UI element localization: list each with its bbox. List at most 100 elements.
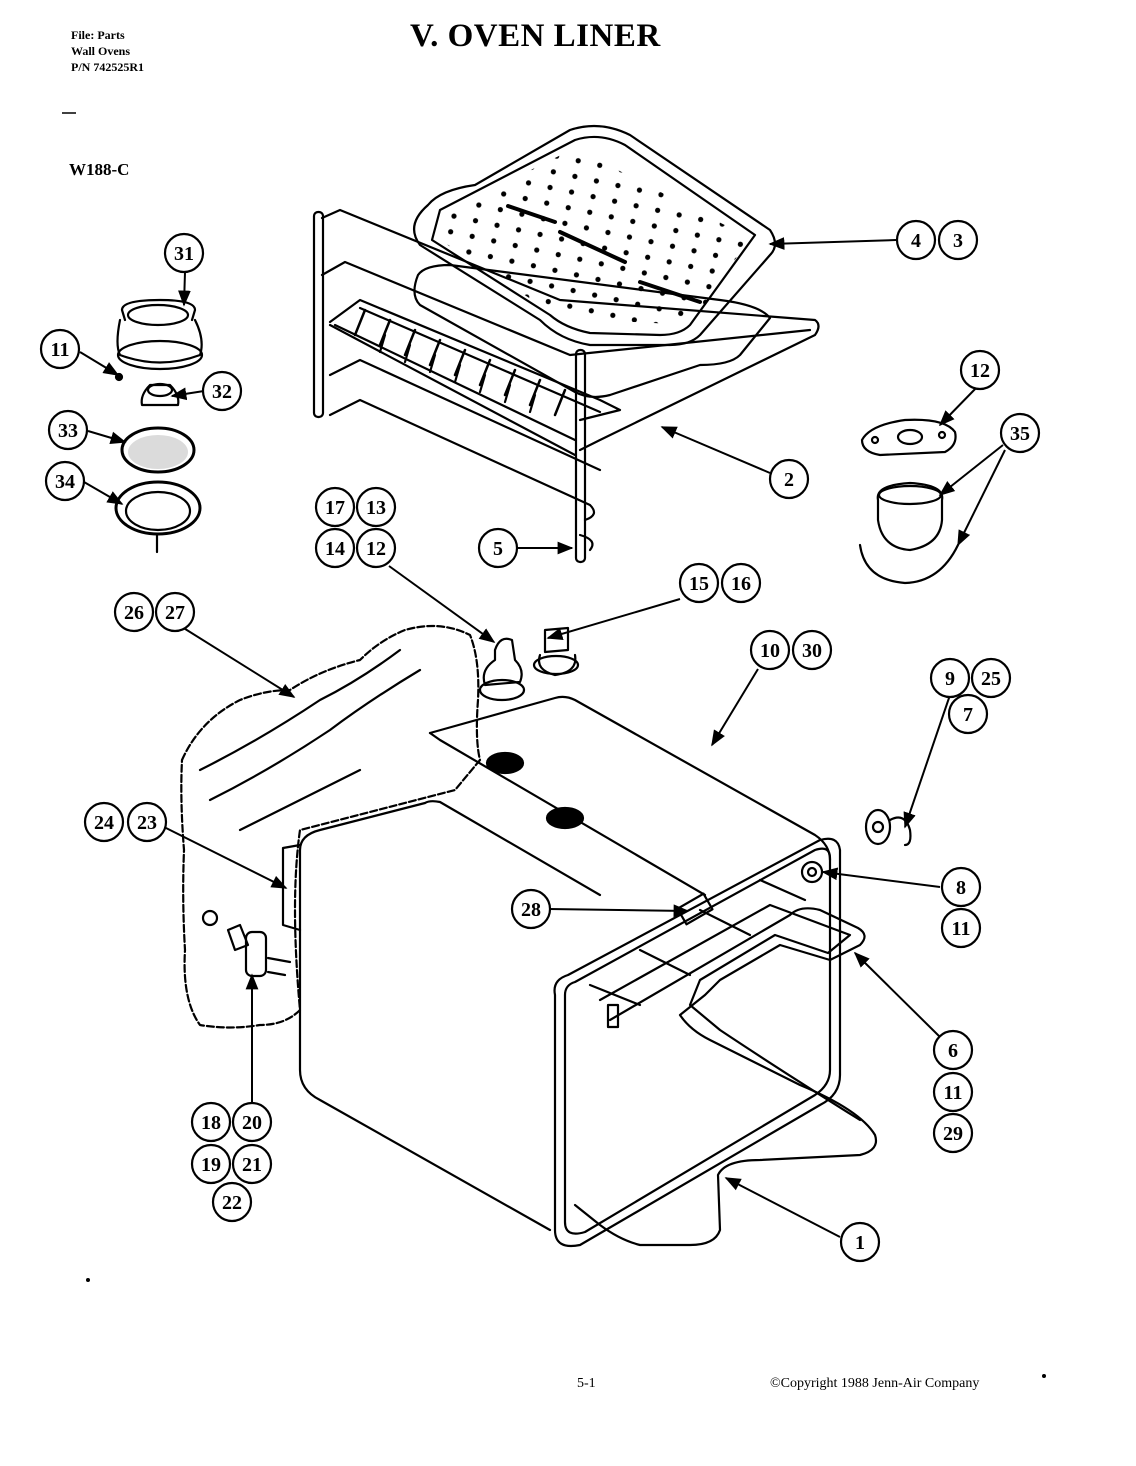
callout-circle	[937, 219, 979, 261]
file-label: File: Parts	[71, 28, 125, 42]
callout-number: 14	[325, 538, 345, 560]
callout-number: 1	[855, 1232, 865, 1254]
callout-number: 28	[521, 899, 541, 921]
callout-number: 11	[944, 1082, 963, 1104]
oven-insulation	[180, 624, 482, 1029]
callout-number: 9	[945, 668, 955, 690]
callout-circle	[44, 460, 86, 502]
callout-number: 27	[165, 602, 185, 624]
callout-number: 2	[784, 469, 794, 491]
callout-number: 12	[366, 538, 386, 560]
callout-circle	[929, 657, 971, 699]
part-number-label: P/N 742525R1	[71, 60, 144, 74]
callout-circle	[510, 888, 552, 930]
callout-35: 35	[999, 412, 1041, 454]
callout-circle	[678, 562, 720, 604]
broiler-pan	[412, 124, 777, 399]
callout-circle	[231, 1101, 273, 1143]
callout-circle	[768, 458, 810, 500]
model-number: W188-C	[69, 160, 130, 179]
copyright-notice: ©Copyright 1988 Jenn-Air Company	[770, 1376, 980, 1391]
callout-circle	[839, 1221, 881, 1263]
callout-circle	[39, 328, 81, 370]
callout-number: 32	[212, 381, 232, 403]
heating-elements	[573, 878, 878, 1247]
door-hinge-part	[864, 808, 912, 847]
callout-circle	[190, 1143, 232, 1185]
callout-24: 24	[83, 801, 125, 843]
callout-number: 29	[943, 1123, 963, 1145]
callout-16: 16	[720, 562, 762, 604]
callout-circle	[154, 591, 196, 633]
callout-number: 11	[952, 918, 971, 940]
callout-11: 11	[940, 907, 982, 949]
callout-1: 1	[839, 1221, 881, 1263]
oven-liner	[281, 695, 842, 1248]
callout-circle	[83, 801, 125, 843]
callout-circle	[970, 657, 1012, 699]
callout-number: 16	[731, 573, 751, 595]
callout-30: 30	[791, 629, 833, 671]
callout-3: 3	[937, 219, 979, 261]
thermostat-bulbs	[478, 626, 580, 702]
callout-circle	[720, 562, 762, 604]
page-title: V. OVEN LINER	[410, 18, 661, 54]
callout-number: 6	[948, 1040, 958, 1062]
callout-26: 26	[113, 591, 155, 633]
oven-light-assembly	[114, 298, 204, 554]
callout-7: 7	[947, 693, 989, 735]
callout-number: 13	[366, 497, 386, 519]
callout-circle	[126, 801, 168, 843]
callout-circle	[940, 907, 982, 949]
callout-11: 11	[932, 1071, 974, 1113]
leader-lines	[79, 237, 1006, 1238]
callout-circle	[947, 693, 989, 735]
callout-27: 27	[154, 591, 196, 633]
callout-number: 10	[760, 640, 780, 662]
callout-circle	[895, 219, 937, 261]
callout-number: 4	[911, 230, 921, 252]
callout-number: 34	[55, 471, 75, 493]
callout-number: 20	[242, 1112, 262, 1134]
page-number: 5-1	[577, 1376, 596, 1391]
callout-14: 14	[314, 527, 356, 569]
callout-circle	[932, 1071, 974, 1113]
callout-8: 8	[940, 866, 982, 908]
callout-19: 19	[190, 1143, 232, 1185]
callout-15: 15	[678, 562, 720, 604]
callout-number: 5	[493, 538, 503, 560]
side-bracket	[201, 909, 292, 978]
callout-6: 6	[932, 1029, 974, 1071]
callout-number: 19	[201, 1154, 221, 1176]
callout-number: 25	[981, 668, 1001, 690]
callout-number: 15	[689, 573, 709, 595]
callout-number: 24	[94, 812, 114, 834]
callout-circle	[749, 629, 791, 671]
callout-circle	[113, 591, 155, 633]
callout-number: 22	[222, 1192, 242, 1214]
callout-circle	[932, 1112, 974, 1154]
oven-rack	[312, 208, 820, 564]
callout-20: 20	[231, 1101, 273, 1143]
category-label: Wall Ovens	[71, 44, 131, 58]
callout-number: 11	[51, 339, 70, 361]
callout-number: 17	[325, 497, 345, 519]
callout-circle	[314, 486, 356, 528]
callout-circle	[791, 629, 833, 671]
callout-circle	[477, 527, 519, 569]
callout-11: 11	[39, 328, 81, 370]
callout-circle	[211, 1181, 253, 1223]
callout-9: 9	[929, 657, 971, 699]
callout-number: 35	[1010, 423, 1030, 445]
callout-12: 12	[355, 527, 397, 569]
callout-circle	[932, 1029, 974, 1071]
callout-circle	[231, 1143, 273, 1185]
callout-circle	[940, 866, 982, 908]
callout-number: 21	[242, 1154, 262, 1176]
callout-18: 18	[190, 1101, 232, 1143]
callout-circle	[47, 409, 89, 451]
callout-25: 25	[970, 657, 1012, 699]
callout-circle	[355, 527, 397, 569]
callout-number: 7	[963, 704, 973, 726]
